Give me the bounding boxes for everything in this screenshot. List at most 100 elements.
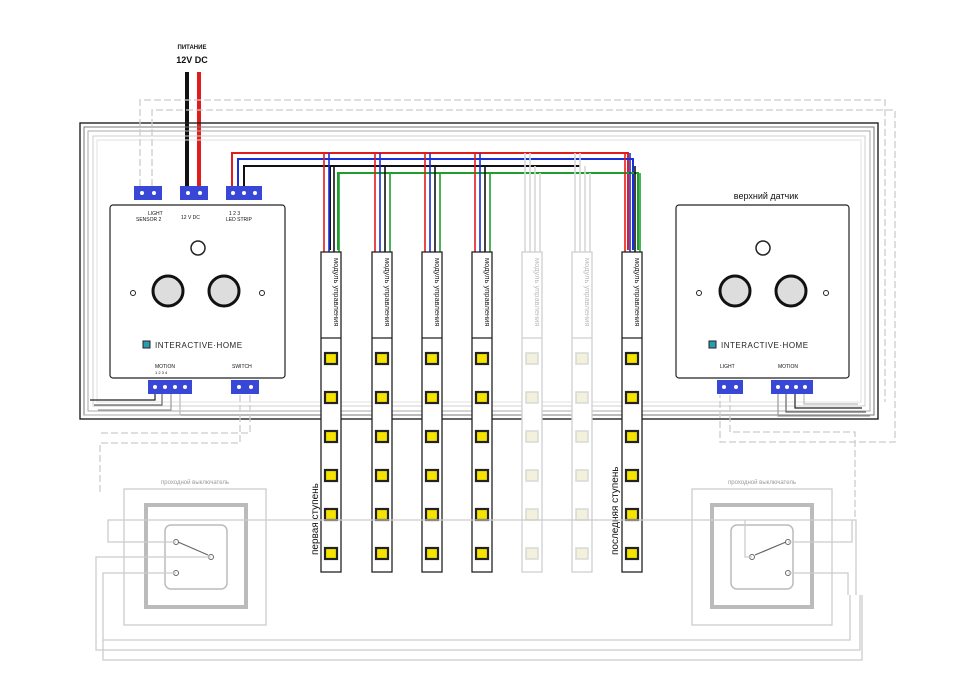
strip-body xyxy=(421,251,443,573)
strip-body xyxy=(320,251,342,573)
led-chip xyxy=(525,547,539,560)
led-chip xyxy=(624,546,640,561)
brand-name: INTERACTIVE·HOME xyxy=(721,341,809,350)
led-chip xyxy=(575,547,589,560)
led-strip-1: модуль управления xyxy=(320,251,342,573)
light-sensor-label-2: SENSOR 2 xyxy=(136,217,162,223)
switch-right: проходной выключатель xyxy=(691,479,833,626)
led-chip xyxy=(575,469,589,482)
knob-right[interactable] xyxy=(207,274,241,308)
last-step-label: последняя ступень xyxy=(610,466,621,555)
led-chip xyxy=(323,351,339,366)
motion-label: MOTION xyxy=(778,364,798,370)
strip-module-label: модуль управления xyxy=(633,258,642,326)
strip-body xyxy=(621,251,643,573)
led-chip xyxy=(624,351,640,366)
motion-wires-right xyxy=(777,393,870,417)
led-strip-2: модуль управления xyxy=(371,251,393,573)
led-chip xyxy=(374,507,390,522)
led-chip xyxy=(624,468,640,483)
led-strip-3: модуль управления xyxy=(421,251,443,573)
light-sensor-label: LIGHT xyxy=(148,211,163,217)
brand-logo-icon xyxy=(708,340,717,349)
controller-left: INTERACTIVE·HOME LIGHT SENSOR 2 12 V DC … xyxy=(109,204,286,379)
led-strip-label: LED STRIP xyxy=(226,217,253,223)
led-chip xyxy=(323,468,339,483)
switch-right-label: проходной выключатель xyxy=(728,479,796,486)
strip-body xyxy=(521,251,543,573)
led-chip xyxy=(474,546,490,561)
led-chip xyxy=(474,429,490,444)
led-chip xyxy=(424,351,440,366)
led-chip xyxy=(575,430,589,443)
power-terminal-label: 12 V DC xyxy=(181,215,200,221)
led-chip xyxy=(624,429,640,444)
mount-hole xyxy=(823,290,829,296)
led-chip xyxy=(374,546,390,561)
brand-logo-icon xyxy=(142,340,151,349)
led-strip-pins: 1 2 3 xyxy=(229,211,240,217)
strip-body xyxy=(371,251,393,573)
led-chip xyxy=(374,429,390,444)
led-chip xyxy=(525,430,539,443)
switch-label: SWITCH xyxy=(232,364,252,370)
strip-module-label: модуль управления xyxy=(383,258,392,326)
led-strips: модуль управления модуль управления модуль… xyxy=(320,251,643,573)
switch-left: проходной выключатель xyxy=(123,479,267,626)
led-chip xyxy=(474,507,490,522)
terminals-left xyxy=(134,186,262,394)
knob-left[interactable] xyxy=(718,274,752,308)
led-chip xyxy=(474,468,490,483)
knob-right[interactable] xyxy=(774,274,808,308)
strip-module-label: модуль управления xyxy=(483,258,492,326)
led-bus xyxy=(231,152,639,250)
led-chip xyxy=(323,429,339,444)
switch-cables xyxy=(95,519,863,661)
led-chip xyxy=(424,390,440,405)
terminals-right xyxy=(717,380,813,394)
led-chip xyxy=(575,391,589,404)
upper-sensor-title: верхний датчик xyxy=(734,191,799,201)
led-chip xyxy=(374,390,390,405)
power-voltage: 12V DC xyxy=(176,55,208,65)
mount-hole xyxy=(130,290,136,296)
mount-hole xyxy=(696,290,702,296)
indicator-led xyxy=(755,240,771,256)
led-chip xyxy=(323,546,339,561)
led-chip xyxy=(525,391,539,404)
led-chip xyxy=(424,507,440,522)
controller-right: верхний датчик INTERACTIVE·HOME LIGHT MO… xyxy=(675,191,850,379)
strip-drops xyxy=(323,153,641,252)
led-chip xyxy=(474,351,490,366)
led-chip xyxy=(474,390,490,405)
motion-label: MOTION xyxy=(155,364,175,370)
led-chip xyxy=(323,390,339,405)
power-label: ПИТАНИЕ xyxy=(178,45,207,51)
led-chip xyxy=(424,546,440,561)
led-chip xyxy=(575,352,589,365)
led-strip-5: модуль управления xyxy=(521,251,543,573)
led-strip-4: модуль управления xyxy=(471,251,493,573)
motion-wires-left xyxy=(84,393,181,416)
motion-pins: 1 2 3 4 xyxy=(155,370,168,375)
knob-left[interactable] xyxy=(151,274,185,308)
led-chip xyxy=(374,351,390,366)
led-chip xyxy=(525,352,539,365)
led-chip xyxy=(624,507,640,522)
brand-name: INTERACTIVE·HOME xyxy=(155,341,243,350)
led-chip xyxy=(525,508,539,521)
strip-module-label: модуль управления xyxy=(533,258,542,326)
first-step-label: первая ступень xyxy=(310,483,321,555)
strip-module-label: модуль управления xyxy=(583,258,592,326)
led-strip-7: модуль управления xyxy=(621,251,643,573)
strip-body xyxy=(571,251,593,573)
mount-hole xyxy=(259,290,265,296)
led-chip xyxy=(424,468,440,483)
led-chip xyxy=(624,390,640,405)
strip-module-label: модуль управления xyxy=(433,258,442,326)
switch-left-label: проходной выключатель xyxy=(161,479,229,486)
strip-module-label: модуль управления xyxy=(332,258,341,326)
led-chip xyxy=(424,429,440,444)
light-label: LIGHT xyxy=(720,364,735,370)
